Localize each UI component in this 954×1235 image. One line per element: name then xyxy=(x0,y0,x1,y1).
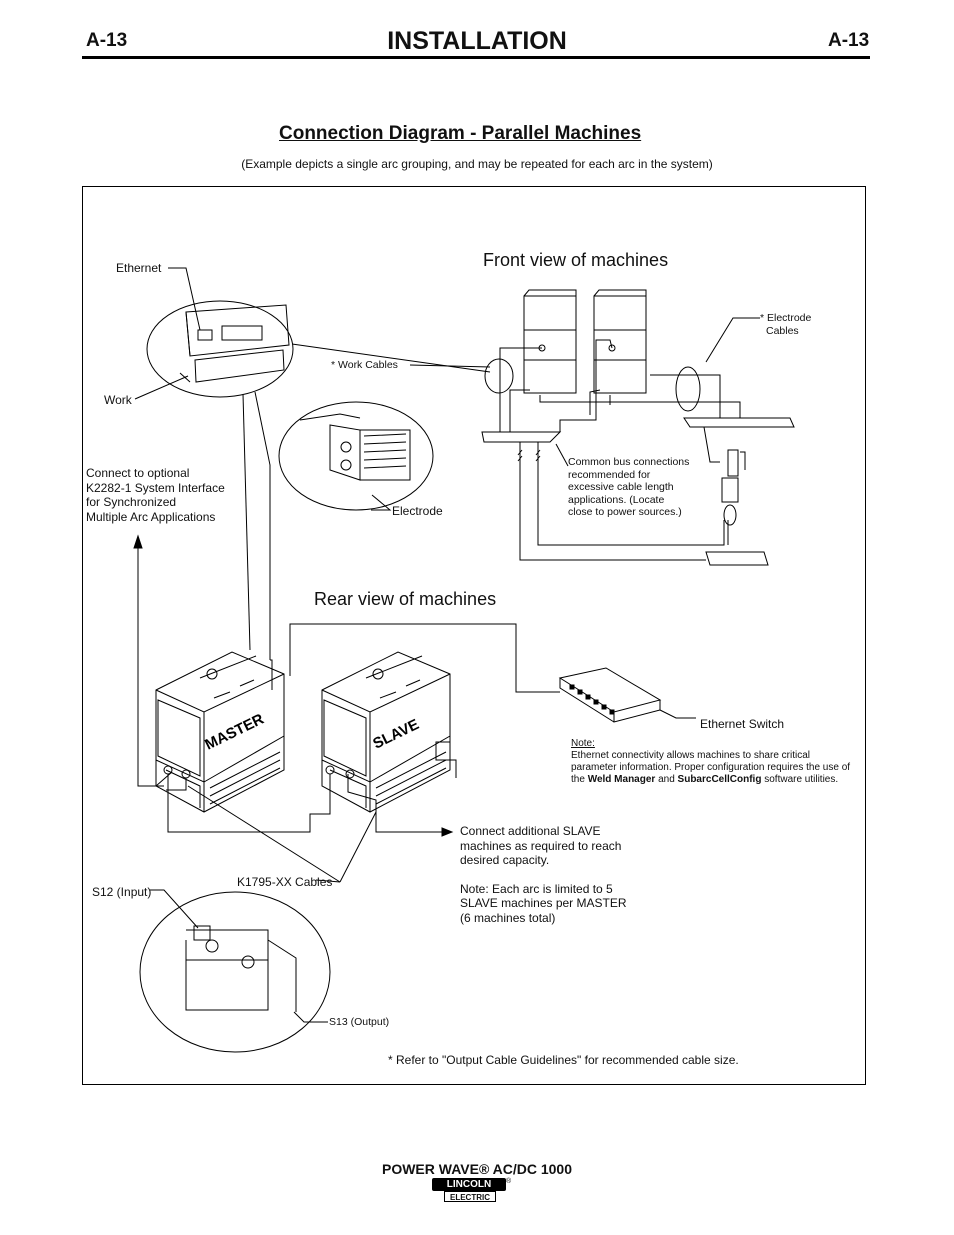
front-machine-right xyxy=(593,289,647,394)
work-label: Work xyxy=(104,393,132,407)
workpiece-plate xyxy=(705,551,769,566)
ethernet-work-detail-circle xyxy=(146,300,294,398)
electrode-detail-circle xyxy=(278,401,434,511)
ethernet-switch xyxy=(558,667,662,713)
ethernet-label: Ethernet xyxy=(116,261,162,275)
electrode-cables-label: * Electrode Cables xyxy=(760,312,812,337)
logo-bottom: ELECTRIC xyxy=(444,1191,496,1202)
electrode-leader xyxy=(371,494,392,511)
work-cables-label: * Work Cables xyxy=(331,359,398,371)
ethernet-leader xyxy=(168,267,201,331)
work-bus-bar xyxy=(481,431,562,443)
s13-output-label: S13 (Output) xyxy=(329,1016,390,1028)
common-bus-note: Common bus connections recommended for e… xyxy=(568,456,690,518)
ethernet-note: Note: Ethernet connectivity allows machi… xyxy=(571,738,851,785)
header-rule xyxy=(82,56,870,59)
logo-registered: ® xyxy=(506,1178,512,1185)
page-code-right: A-13 xyxy=(828,30,870,51)
diagram-title: Connection Diagram - Parallel Machines xyxy=(279,123,642,144)
diagram-caption: (Example depicts a single arc grouping, … xyxy=(241,157,713,171)
rear-view-title: Rear view of machines xyxy=(314,589,497,609)
s12-input-label: S12 (Input) xyxy=(92,885,152,899)
footer-model: POWER WAVE® AC/DC 1000 xyxy=(381,1161,573,1177)
electrode-bus-bar xyxy=(683,417,795,428)
diagram-frame xyxy=(82,186,866,1085)
page-code-left: A-13 xyxy=(86,30,128,51)
front-machine-left xyxy=(523,289,577,394)
slave-label: SLAVE xyxy=(370,716,421,753)
s12-s13-detail-circle xyxy=(139,891,331,1053)
lincoln-electric-logo: LINCOLN ELECTRIC ® xyxy=(432,1178,512,1204)
front-view-title: Front view of machines xyxy=(483,250,669,270)
k2282-note: Connect to optional K2282-1 System Inter… xyxy=(86,466,225,524)
cable-guidelines-note: * Refer to "Output Cable Guidelines" for… xyxy=(388,1053,739,1067)
master-label: MASTER xyxy=(202,710,267,753)
section-title: INSTALLATION xyxy=(387,27,567,55)
electrode-label: Electrode xyxy=(392,504,443,518)
connect-additional-note: Connect additional SLAVE machines as req… xyxy=(460,824,627,925)
ethernet-switch-label: Ethernet Switch xyxy=(700,717,785,731)
master-machine-drawing xyxy=(155,651,285,813)
logo-top: LINCOLN xyxy=(432,1178,506,1191)
k1795-cables-label: K1795-XX Cables xyxy=(237,875,333,889)
slave-machine-drawing xyxy=(321,651,451,813)
work-leader xyxy=(134,375,189,400)
